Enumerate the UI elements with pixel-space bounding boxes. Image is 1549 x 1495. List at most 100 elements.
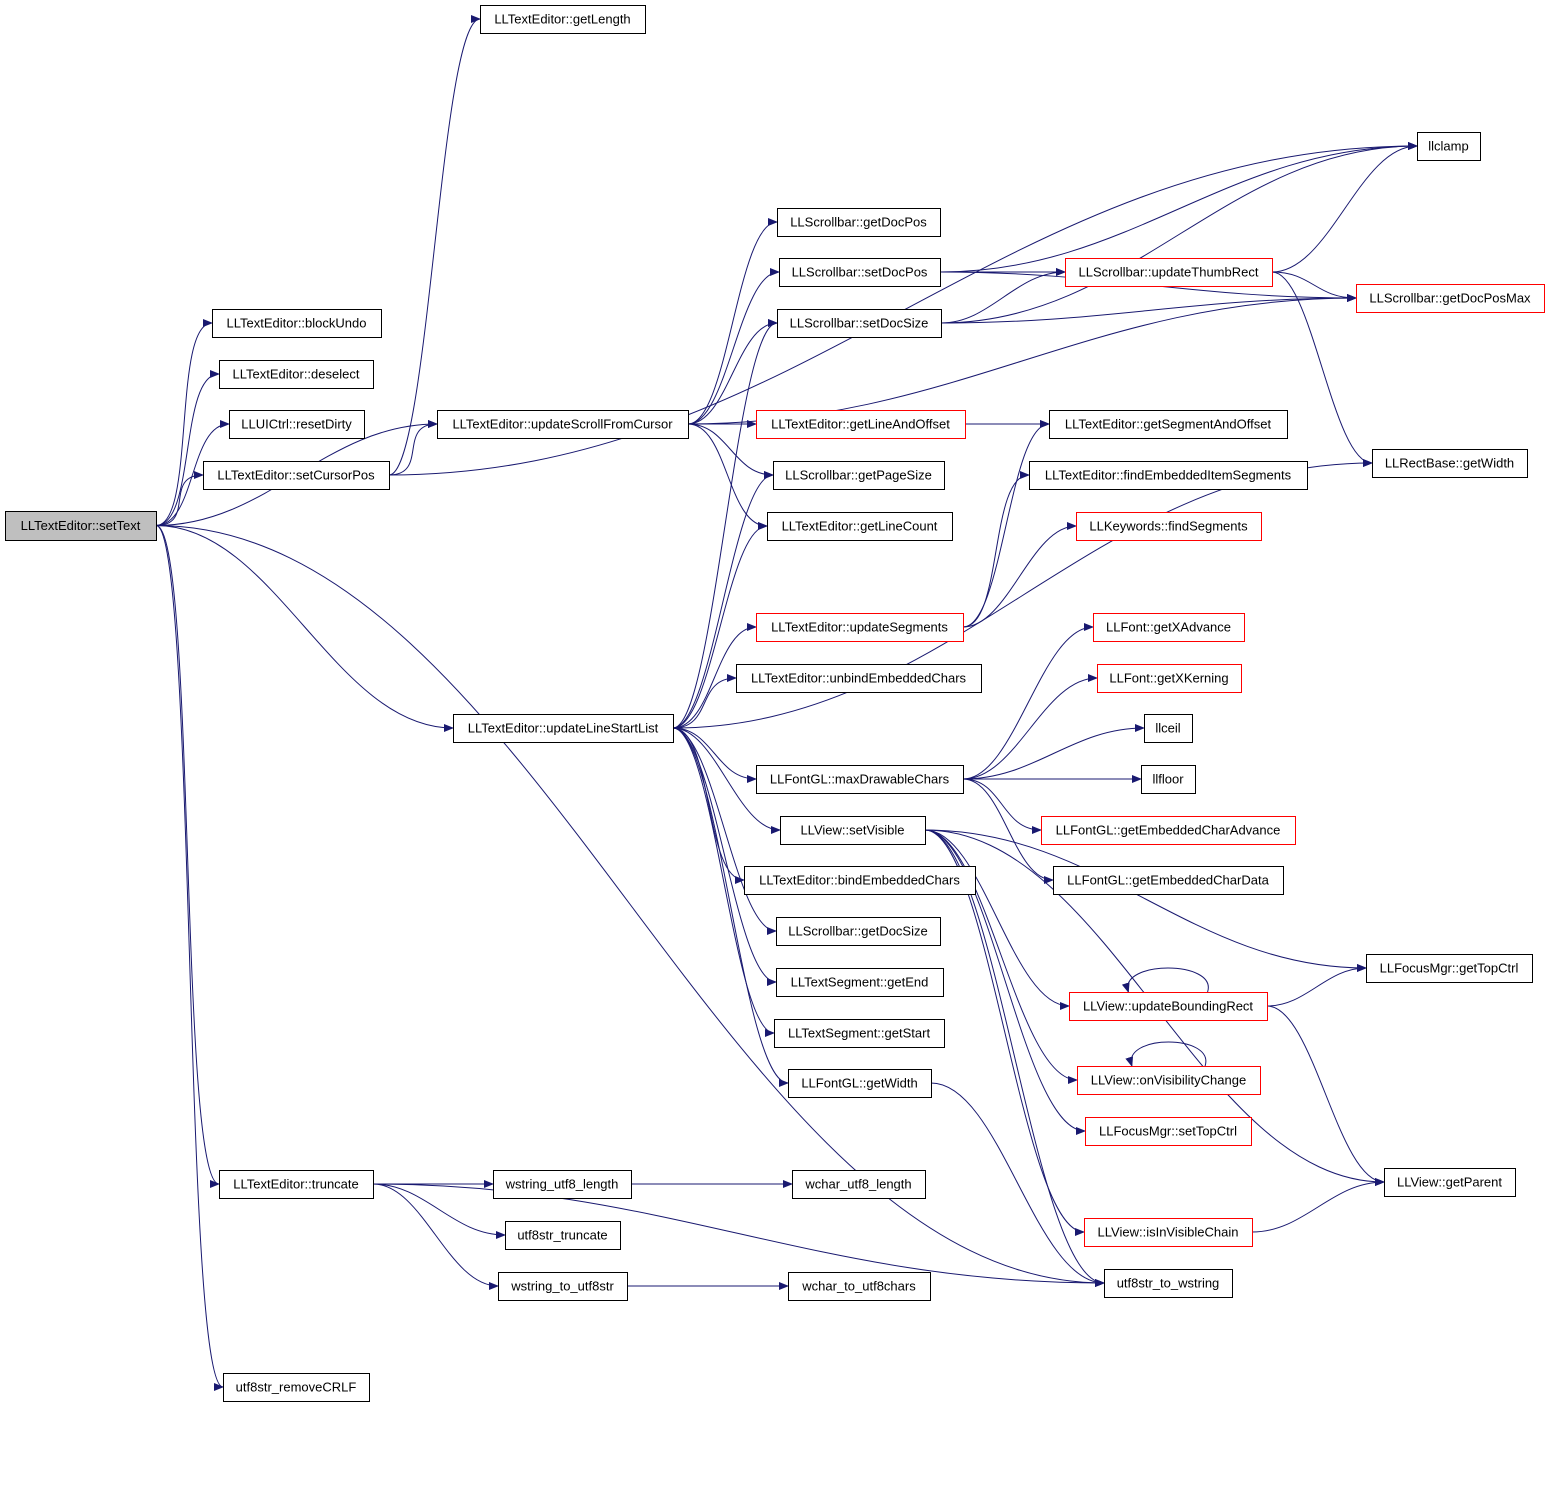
node-box bbox=[1417, 132, 1481, 161]
node-update-segments[interactable]: LLTextEditor::updateSegments bbox=[756, 613, 964, 642]
edge-update-scroll-from-cursor-to-sb-get-doc-pos bbox=[687, 218, 778, 425]
edge-set-visible-to-utf8str-to-wstring bbox=[924, 829, 1105, 1287]
node-remove-crlf[interactable]: utf8str_removeCRLF bbox=[223, 1373, 370, 1402]
node-unbind-embedded-chars[interactable]: LLTextEditor::unbindEmbeddedChars bbox=[736, 664, 982, 693]
edge-set-text-to-utf8str-to-wstring bbox=[155, 525, 1105, 1287]
node-wstring-utf8-length[interactable]: wstring_utf8_length bbox=[493, 1170, 632, 1199]
node-set-visible[interactable]: LLView::setVisible bbox=[780, 816, 926, 845]
node-update-bounding-rect[interactable]: LLView::updateBoundingRect bbox=[1069, 992, 1268, 1021]
edge-set-text-to-set-cursor-pos bbox=[155, 471, 204, 526]
node-get-top-ctrl[interactable]: LLFocusMgr::getTopCtrl bbox=[1366, 954, 1533, 983]
node-sb-get-page-size[interactable]: LLScrollbar::getPageSize bbox=[773, 461, 945, 490]
node-get-embedded-char-advance[interactable]: LLFontGL::getEmbeddedCharAdvance bbox=[1041, 816, 1296, 845]
node-set-top-ctrl[interactable]: LLFocusMgr::setTopCtrl bbox=[1085, 1117, 1252, 1146]
node-wchar-utf8-length[interactable]: wchar_utf8_length bbox=[792, 1170, 926, 1199]
node-llfloor[interactable]: llfloor bbox=[1141, 765, 1196, 794]
node-get-xkerning[interactable]: LLFont::getXKerning bbox=[1097, 664, 1242, 693]
node-max-drawable-chars[interactable]: LLFontGL::maxDrawableChars bbox=[756, 765, 964, 794]
node-box bbox=[1077, 1066, 1261, 1095]
edge-set-visible-to-set-top-ctrl bbox=[924, 829, 1086, 1135]
edge-update-segments-to-find-segments bbox=[962, 522, 1077, 628]
node-label: LLTextEditor::findEmbeddedItemSegments bbox=[1045, 468, 1292, 483]
node-seg-get-end[interactable]: LLTextSegment::getEnd bbox=[776, 968, 944, 997]
node-get-doc-pos-max[interactable]: LLScrollbar::getDocPosMax bbox=[1356, 284, 1545, 313]
node-label: wstring_to_utf8str bbox=[510, 1279, 614, 1294]
node-sb-set-doc-pos[interactable]: LLScrollbar::setDocPos bbox=[779, 258, 941, 287]
node-label: LLView::updateBoundingRect bbox=[1083, 999, 1253, 1014]
node-find-segments[interactable]: LLKeywords::findSegments bbox=[1076, 512, 1262, 541]
node-box bbox=[229, 410, 365, 439]
edge-max-drawable-chars-to-llceil bbox=[962, 724, 1145, 780]
node-box bbox=[1085, 1117, 1252, 1146]
node-seg-get-start[interactable]: LLTextSegment::getStart bbox=[774, 1019, 945, 1048]
node-box bbox=[756, 765, 964, 794]
node-block-undo[interactable]: LLTextEditor::blockUndo bbox=[212, 309, 382, 338]
node-llclamp[interactable]: llclamp bbox=[1417, 132, 1481, 161]
node-label: llfloor bbox=[1152, 772, 1184, 787]
node-label: utf8str_removeCRLF bbox=[236, 1380, 357, 1395]
node-find-embedded-item-segments[interactable]: LLTextEditor::findEmbeddedItemSegments bbox=[1029, 461, 1308, 490]
node-llceil[interactable]: llceil bbox=[1144, 714, 1193, 743]
node-deselect[interactable]: LLTextEditor::deselect bbox=[219, 360, 374, 389]
node-set-text[interactable]: LLTextEditor::setText bbox=[5, 511, 157, 541]
node-update-thumb-rect[interactable]: LLScrollbar::updateThumbRect bbox=[1065, 258, 1273, 287]
node-box bbox=[1065, 258, 1273, 287]
edge-update-line-start-list-to-seg-get-end bbox=[672, 727, 777, 986]
edge-update-thumb-rect-to-llclamp bbox=[1271, 142, 1418, 273]
node-set-cursor-pos[interactable]: LLTextEditor::setCursorPos bbox=[203, 461, 390, 490]
node-box bbox=[1069, 992, 1268, 1021]
node-is-in-visible-chain[interactable]: LLView::isInVisibleChain bbox=[1084, 1218, 1253, 1247]
node-box bbox=[792, 1170, 926, 1199]
node-utf8str-to-wstring[interactable]: utf8str_to_wstring bbox=[1104, 1269, 1233, 1298]
node-label: LLFontGL::maxDrawableChars bbox=[770, 772, 950, 787]
node-utf8str-truncate[interactable]: utf8str_truncate bbox=[505, 1221, 621, 1250]
node-label: LLScrollbar::updateThumbRect bbox=[1079, 265, 1259, 280]
node-get-length[interactable]: LLTextEditor::getLength bbox=[480, 5, 646, 34]
edge-is-in-visible-chain-to-get-parent bbox=[1251, 1178, 1385, 1233]
edge-update-bounding-rect-to-get-parent bbox=[1266, 1005, 1385, 1186]
node-get-parent[interactable]: LLView::getParent bbox=[1384, 1168, 1516, 1197]
node-label: wchar_to_utf8chars bbox=[801, 1279, 916, 1294]
node-box bbox=[219, 1170, 374, 1199]
node-box bbox=[5, 511, 157, 541]
node-get-line-count[interactable]: LLTextEditor::getLineCount bbox=[767, 512, 953, 541]
node-get-segment-and-offset[interactable]: LLTextEditor::getSegmentAndOffset bbox=[1049, 410, 1288, 439]
node-rect-get-width[interactable]: LLRectBase::getWidth bbox=[1372, 449, 1528, 478]
node-label: LLTextEditor::getLineAndOffset bbox=[771, 417, 950, 432]
node-box bbox=[788, 1272, 931, 1301]
node-update-scroll-from-cursor[interactable]: LLTextEditor::updateScrollFromCursor bbox=[437, 410, 689, 439]
node-wchar-to-utf8chars[interactable]: wchar_to_utf8chars bbox=[788, 1272, 931, 1301]
node-on-visibility-change[interactable]: LLView::onVisibilityChange bbox=[1077, 1066, 1261, 1095]
edge-set-visible-to-is-in-visible-chain bbox=[924, 829, 1085, 1236]
node-get-line-and-offset[interactable]: LLTextEditor::getLineAndOffset bbox=[756, 410, 966, 439]
edge-set-visible-to-get-top-ctrl bbox=[924, 829, 1367, 972]
edge-set-text-to-deselect bbox=[155, 370, 220, 526]
node-sb-set-doc-size[interactable]: LLScrollbar::setDocSize bbox=[777, 309, 942, 338]
node-box bbox=[505, 1221, 621, 1250]
node-box bbox=[1029, 461, 1308, 490]
edge-update-line-start-list-to-update-segments bbox=[672, 623, 757, 729]
node-font-get-width[interactable]: LLFontGL::getWidth bbox=[788, 1069, 932, 1098]
edge-update-thumb-rect-to-rect-get-width bbox=[1271, 271, 1373, 467]
node-label: llceil bbox=[1155, 721, 1180, 736]
edge-set-text-to-block-undo bbox=[155, 319, 213, 526]
node-box bbox=[498, 1272, 628, 1301]
edge-update-scroll-from-cursor-to-sb-get-page-size bbox=[687, 423, 774, 479]
node-wstring-to-utf8str[interactable]: wstring_to_utf8str bbox=[498, 1272, 628, 1301]
node-bind-embedded-chars[interactable]: LLTextEditor::bindEmbeddedChars bbox=[744, 866, 976, 895]
node-label: LLTextEditor::deselect bbox=[233, 367, 360, 382]
node-sb-get-doc-pos[interactable]: LLScrollbar::getDocPos bbox=[777, 208, 941, 237]
node-truncate[interactable]: LLTextEditor::truncate bbox=[219, 1170, 374, 1199]
node-reset-dirty[interactable]: LLUICtrl::resetDirty bbox=[229, 410, 365, 439]
node-update-line-start-list[interactable]: LLTextEditor::updateLineStartList bbox=[453, 714, 674, 743]
edge-font-get-width-to-utf8str-to-wstring bbox=[930, 1082, 1105, 1287]
node-label: LLFont::getXAdvance bbox=[1106, 620, 1231, 635]
node-get-xadvance[interactable]: LLFont::getXAdvance bbox=[1093, 613, 1245, 642]
node-box bbox=[776, 968, 944, 997]
node-label: LLFontGL::getEmbeddedCharData bbox=[1067, 873, 1269, 888]
node-box bbox=[212, 309, 382, 338]
node-get-embedded-char-data[interactable]: LLFontGL::getEmbeddedCharData bbox=[1053, 866, 1284, 895]
node-box bbox=[767, 512, 953, 541]
edge-sb-set-doc-size-to-get-doc-pos-max bbox=[940, 294, 1357, 324]
node-sb-get-doc-size[interactable]: LLScrollbar::getDocSize bbox=[776, 917, 941, 946]
